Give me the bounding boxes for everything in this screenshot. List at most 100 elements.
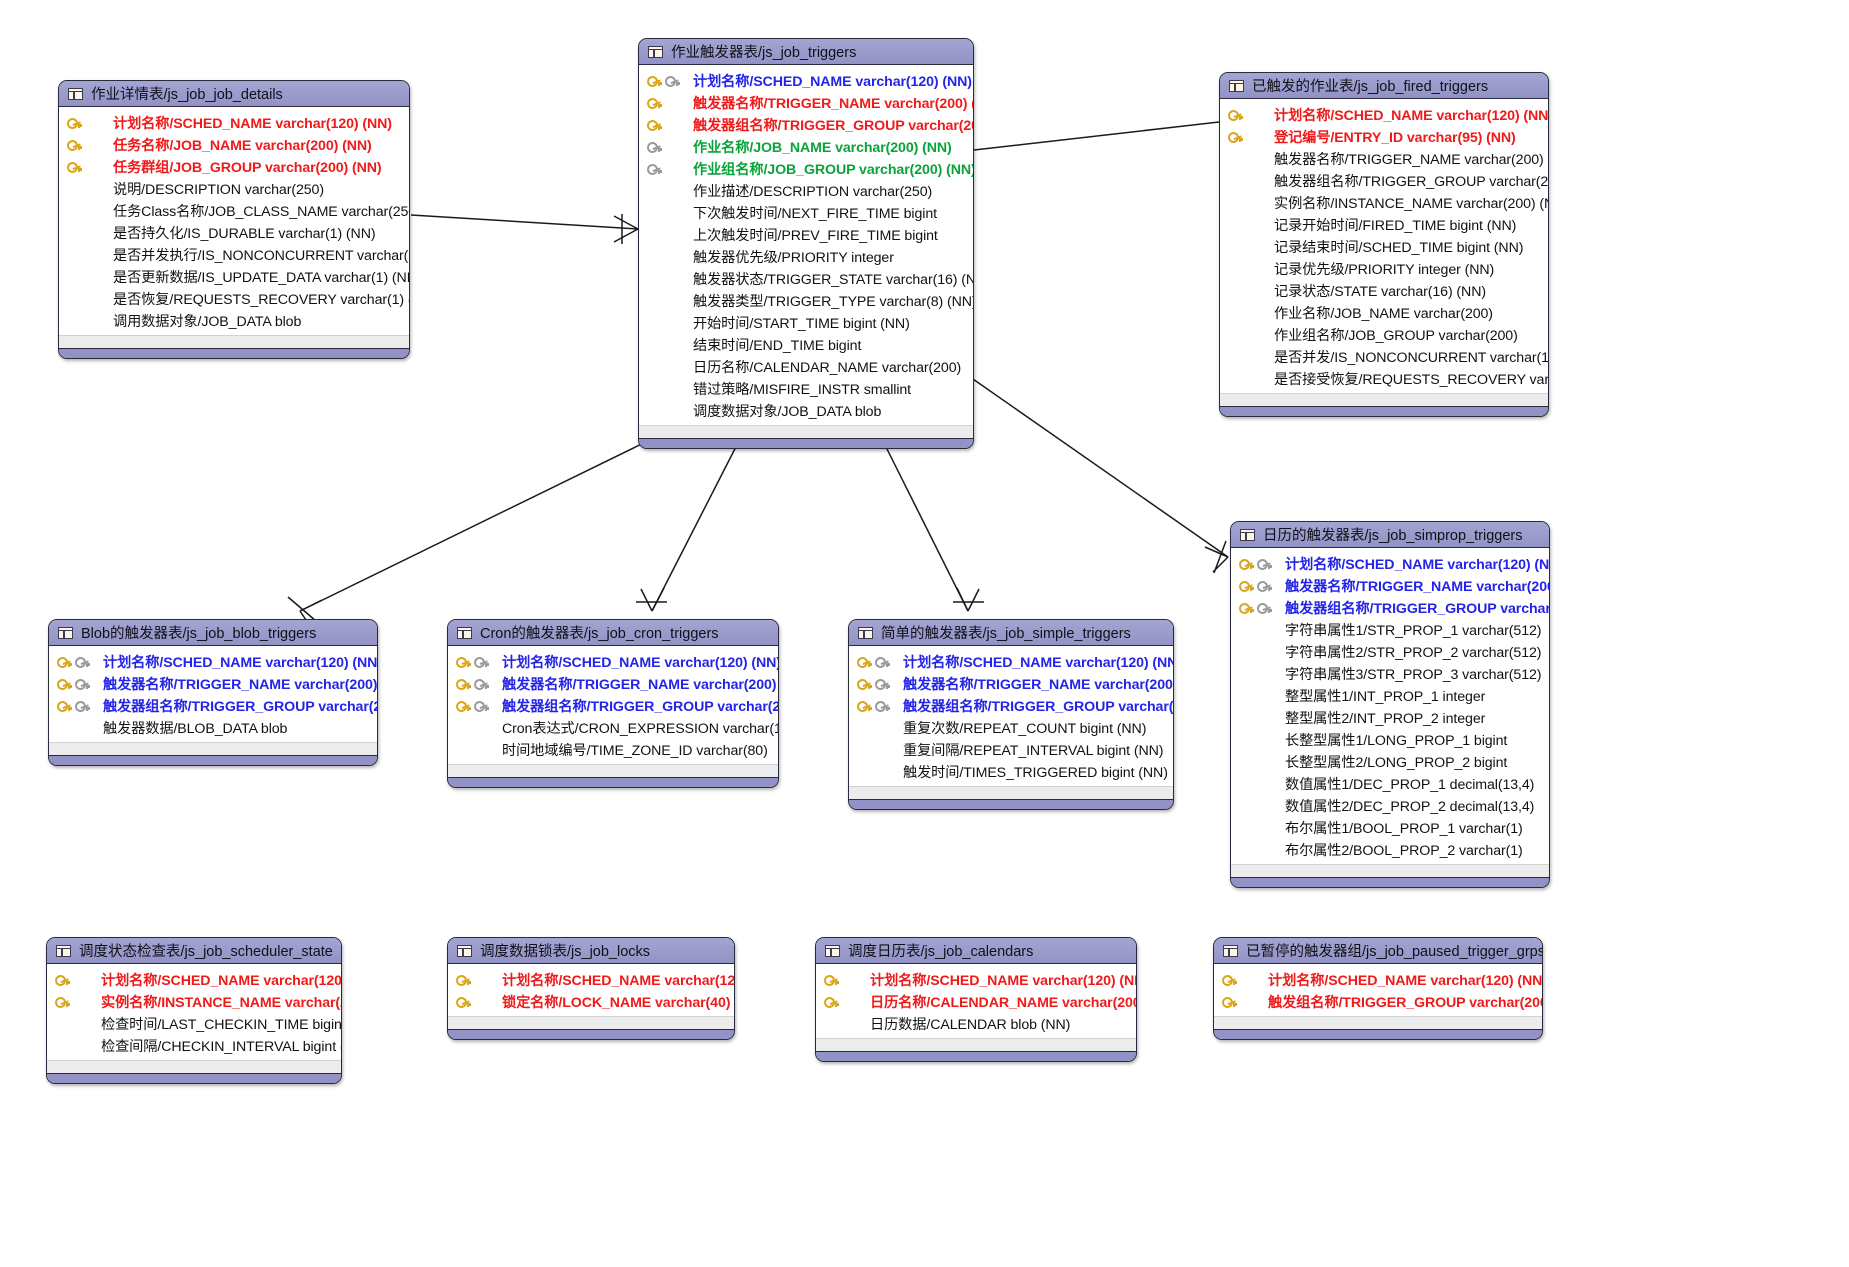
entity-field-row[interactable]: 重复间隔/REPEAT_INTERVAL bigint (NN) [849,739,1173,761]
entity-locks[interactable]: 调度数据锁表/js_job_locks 计划名称/SCHED_NAME varch… [447,937,735,1040]
entity-header-locks[interactable]: 调度数据锁表/js_job_locks [448,938,734,964]
entity-field-row[interactable]: 登记编号/ENTRY_ID varchar(95) (NN) [1220,126,1548,148]
entity-field-row[interactable]: 触发组名称/TRIGGER_GROUP varchar(200) (NN) [1214,991,1542,1013]
entity-field-row[interactable]: 触发器组名称/TRIGGER_GROUP varchar(200) (NN) [639,114,973,136]
entity-field-row[interactable]: 检查间隔/CHECKIN_INTERVAL bigint (NN) [47,1035,341,1057]
entity-field-row[interactable]: 触发时间/TIMES_TRIGGERED bigint (NN) [849,761,1173,783]
entity-fired_triggers[interactable]: 已触发的作业表/js_job_fired_triggers 计划名称/SCHED_… [1219,72,1549,417]
entity-field-row[interactable]: 整型属性2/INT_PROP_2 integer [1231,707,1549,729]
entity-field-row[interactable]: 触发器组名称/TRIGGER_GROUP varchar(200) (NN) [1231,597,1549,619]
entity-field-row[interactable]: 数值属性2/DEC_PROP_2 decimal(13,4) [1231,795,1549,817]
entity-header-scheduler_state[interactable]: 调度状态检查表/js_job_scheduler_state [47,938,341,964]
entity-field-row[interactable]: 重复次数/REPEAT_COUNT bigint (NN) [849,717,1173,739]
entity-field-row[interactable]: 触发器组名称/TRIGGER_GROUP varchar(200) (NN) [49,695,377,717]
entity-field-row[interactable]: 作业组名称/JOB_GROUP varchar(200) (NN) [639,158,973,180]
entity-header-simple_triggers[interactable]: 简单的触发器表/js_job_simple_triggers [849,620,1173,646]
entity-field-row[interactable]: 触发器数据/BLOB_DATA blob [49,717,377,739]
entity-field-row[interactable]: 长整型属性1/LONG_PROP_1 bigint [1231,729,1549,751]
entity-field-row[interactable]: 计划名称/SCHED_NAME varchar(120) (NN) [59,112,409,134]
entity-field-row[interactable]: 计划名称/SCHED_NAME varchar(120) (NN) [639,70,973,92]
entity-field-row[interactable]: 计划名称/SCHED_NAME varchar(120) (NN) [49,651,377,673]
entity-field-row[interactable]: 作业名称/JOB_NAME varchar(200) (NN) [639,136,973,158]
entity-header-fired_triggers[interactable]: 已触发的作业表/js_job_fired_triggers [1220,73,1548,99]
entity-header-calendars[interactable]: 调度日历表/js_job_calendars [816,938,1136,964]
entity-field-row[interactable]: 计划名称/SCHED_NAME varchar(120) (NN) [1231,553,1549,575]
entity-field-row[interactable]: 任务名称/JOB_NAME varchar(200) (NN) [59,134,409,156]
entity-field-row[interactable]: 任务Class名称/JOB_CLASS_NAME varchar(250) (N… [59,200,409,222]
entity-paused_trigger_grps[interactable]: 已暂停的触发器组/js_job_paused_trigger_grps 计划名称/… [1213,937,1543,1040]
entity-field-row[interactable]: 计划名称/SCHED_NAME varchar(120) (NN) [448,651,778,673]
entity-field-row[interactable]: 作业组名称/JOB_GROUP varchar(200) [1220,324,1548,346]
entity-field-row[interactable]: 锁定名称/LOCK_NAME varchar(40) (NN) [448,991,734,1013]
entity-field-row[interactable]: 是否并发执行/IS_NONCONCURRENT varchar(1) (NN) [59,244,409,266]
entity-field-row[interactable]: 实例名称/INSTANCE_NAME varchar(200) (NN) [47,991,341,1013]
entity-simprop_triggers[interactable]: 日历的触发器表/js_job_simprop_triggers 计划名称/SCHE… [1230,521,1550,888]
entity-field-row[interactable]: 计划名称/SCHED_NAME varchar(120) (NN) [47,969,341,991]
entity-field-row[interactable]: 计划名称/SCHED_NAME varchar(120) (NN) [1214,969,1542,991]
entity-simple_triggers[interactable]: 简单的触发器表/js_job_simple_triggers 计划名称/SCHED… [848,619,1174,810]
entity-field-row[interactable]: 记录开始时间/FIRED_TIME bigint (NN) [1220,214,1548,236]
entity-scheduler_state[interactable]: 调度状态检查表/js_job_scheduler_state 计划名称/SCHED… [46,937,342,1084]
entity-field-row[interactable]: 是否持久化/IS_DURABLE varchar(1) (NN) [59,222,409,244]
entity-field-row[interactable]: 是否更新数据/IS_UPDATE_DATA varchar(1) (NN) [59,266,409,288]
entity-field-row[interactable]: 触发器优先级/PRIORITY integer [639,246,973,268]
entity-field-row[interactable]: 触发器名称/TRIGGER_NAME varchar(200) (NN) [1220,148,1548,170]
entity-field-row[interactable]: 错过策略/MISFIRE_INSTR smallint [639,378,973,400]
entity-field-row[interactable]: 作业描述/DESCRIPTION varchar(250) [639,180,973,202]
entity-field-row[interactable]: 长整型属性2/LONG_PROP_2 bigint [1231,751,1549,773]
entity-header-job_details[interactable]: 作业详情表/js_job_job_details [59,81,409,107]
entity-field-row[interactable]: 计划名称/SCHED_NAME varchar(120) (NN) [816,969,1136,991]
entity-field-row[interactable]: 触发器名称/TRIGGER_NAME varchar(200) (NN) [448,673,778,695]
entity-field-row[interactable]: 布尔属性1/BOOL_PROP_1 varchar(1) [1231,817,1549,839]
entity-field-row[interactable]: 作业名称/JOB_NAME varchar(200) [1220,302,1548,324]
entity-field-row[interactable]: 触发器组名称/TRIGGER_GROUP varchar(200) (NN) [849,695,1173,717]
entity-field-row[interactable]: 触发器状态/TRIGGER_STATE varchar(16) (NN) [639,268,973,290]
entity-header-simprop_triggers[interactable]: 日历的触发器表/js_job_simprop_triggers [1231,522,1549,548]
entity-field-row[interactable]: 触发器名称/TRIGGER_NAME varchar(200) (NN) [639,92,973,114]
entity-field-row[interactable]: 是否恢复/REQUESTS_RECOVERY varchar(1) (NN) [59,288,409,310]
entity-header-job_triggers[interactable]: 作业触发器表/js_job_triggers [639,39,973,65]
entity-field-row[interactable]: 触发器名称/TRIGGER_NAME varchar(200) (NN) [849,673,1173,695]
entity-field-row[interactable]: 检查时间/LAST_CHECKIN_TIME bigint (NN) [47,1013,341,1035]
entity-field-row[interactable]: 结束时间/END_TIME bigint [639,334,973,356]
entity-field-row[interactable]: Cron表达式/CRON_EXPRESSION varchar(120) (NN… [448,717,778,739]
entity-header-blob_triggers[interactable]: Blob的触发器表/js_job_blob_triggers [49,620,377,646]
entity-field-row[interactable]: 说明/DESCRIPTION varchar(250) [59,178,409,200]
entity-job_triggers[interactable]: 作业触发器表/js_job_triggers 计划名称/SCHED_NAME va… [638,38,974,449]
entity-blob_triggers[interactable]: Blob的触发器表/js_job_blob_triggers 计划名称/SCHED… [48,619,378,766]
entity-job_details[interactable]: 作业详情表/js_job_job_details 计划名称/SCHED_NAME … [58,80,410,359]
entity-field-row[interactable]: 日历名称/CALENDAR_NAME varchar(200) [639,356,973,378]
entity-field-row[interactable]: 日历名称/CALENDAR_NAME varchar(200) (NN) [816,991,1136,1013]
entity-field-row[interactable]: 日历数据/CALENDAR blob (NN) [816,1013,1136,1035]
entity-field-row[interactable]: 调用数据对象/JOB_DATA blob [59,310,409,332]
entity-calendars[interactable]: 调度日历表/js_job_calendars 计划名称/SCHED_NAME va… [815,937,1137,1062]
entity-field-row[interactable]: 是否接受恢复/REQUESTS_RECOVERY varchar(1) [1220,368,1548,390]
entity-field-row[interactable]: 任务群组/JOB_GROUP varchar(200) (NN) [59,156,409,178]
entity-field-row[interactable]: 触发器名称/TRIGGER_NAME varchar(200) (NN) [1231,575,1549,597]
entity-field-row[interactable]: 触发器名称/TRIGGER_NAME varchar(200) (NN) [49,673,377,695]
entity-header-cron_triggers[interactable]: Cron的触发器表/js_job_cron_triggers [448,620,778,646]
entity-field-row[interactable]: 记录优先级/PRIORITY integer (NN) [1220,258,1548,280]
entity-cron_triggers[interactable]: Cron的触发器表/js_job_cron_triggers 计划名称/SCHED… [447,619,779,788]
entity-field-row[interactable]: 上次触发时间/PREV_FIRE_TIME bigint [639,224,973,246]
entity-field-row[interactable]: 触发器类型/TRIGGER_TYPE varchar(8) (NN) [639,290,973,312]
entity-field-row[interactable]: 整型属性1/INT_PROP_1 integer [1231,685,1549,707]
entity-field-row[interactable]: 是否并发/IS_NONCONCURRENT varchar(1) [1220,346,1548,368]
entity-field-row[interactable]: 计划名称/SCHED_NAME varchar(120) (NN) [1220,104,1548,126]
entity-field-row[interactable]: 下次触发时间/NEXT_FIRE_TIME bigint [639,202,973,224]
entity-field-row[interactable]: 开始时间/START_TIME bigint (NN) [639,312,973,334]
entity-field-row[interactable]: 数值属性1/DEC_PROP_1 decimal(13,4) [1231,773,1549,795]
entity-field-row[interactable]: 记录结束时间/SCHED_TIME bigint (NN) [1220,236,1548,258]
entity-field-row[interactable]: 字符串属性1/STR_PROP_1 varchar(512) [1231,619,1549,641]
entity-field-row[interactable]: 布尔属性2/BOOL_PROP_2 varchar(1) [1231,839,1549,861]
entity-header-paused_trigger_grps[interactable]: 已暂停的触发器组/js_job_paused_trigger_grps [1214,938,1542,964]
entity-field-row[interactable]: 调度数据对象/JOB_DATA blob [639,400,973,422]
entity-field-row[interactable]: 记录状态/STATE varchar(16) (NN) [1220,280,1548,302]
entity-field-row[interactable]: 字符串属性3/STR_PROP_3 varchar(512) [1231,663,1549,685]
entity-field-row[interactable]: 触发器组名称/TRIGGER_GROUP varchar(200) (NN) [448,695,778,717]
entity-field-row[interactable]: 触发器组名称/TRIGGER_GROUP varchar(200) (NN) [1220,170,1548,192]
entity-field-row[interactable]: 实例名称/INSTANCE_NAME varchar(200) (NN) [1220,192,1548,214]
entity-field-row[interactable]: 字符串属性2/STR_PROP_2 varchar(512) [1231,641,1549,663]
entity-field-row[interactable]: 计划名称/SCHED_NAME varchar(120) (NN) [849,651,1173,673]
entity-field-row[interactable]: 计划名称/SCHED_NAME varchar(120) (NN) [448,969,734,991]
